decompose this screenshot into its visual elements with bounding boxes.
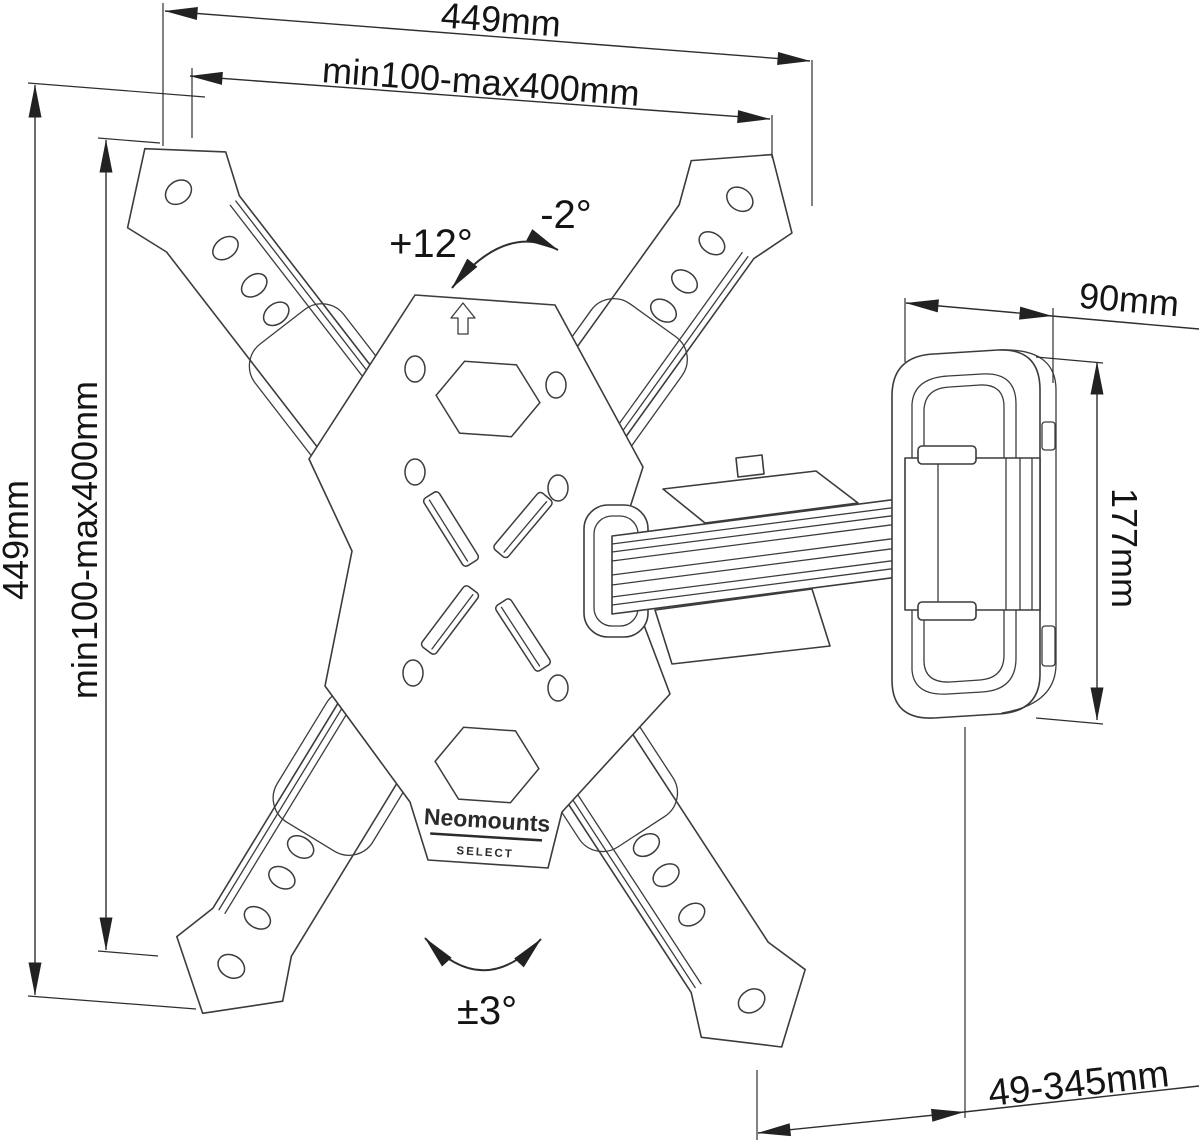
dimension-wall-plate-height: 177mm xyxy=(1035,356,1145,725)
arm-clip xyxy=(735,454,765,478)
dim-label-extension: 49-345mm xyxy=(986,1053,1171,1115)
dim-label-vesa-height: min100-max400mm xyxy=(64,381,105,699)
vesa-center-plate: Neomounts SELECT xyxy=(308,294,671,869)
swivel-label: ±3° xyxy=(457,989,517,1033)
dimension-extension: 49-345mm xyxy=(756,727,1200,1140)
slot-upper-left xyxy=(422,491,480,567)
slot-lower-left xyxy=(420,585,480,655)
tilt-up-label: +12° xyxy=(389,222,473,266)
arm-tip-hole xyxy=(737,988,766,1014)
hex-cutout-top xyxy=(435,360,541,438)
arm-upper-plate xyxy=(662,470,859,524)
slot-lower-right xyxy=(494,598,552,672)
hinge-bottom-tab xyxy=(917,601,977,621)
arm-hinge-block xyxy=(904,457,1041,611)
swivel-arc-arrow xyxy=(424,937,542,972)
tilt-arc-arrow xyxy=(451,229,559,289)
wall-plate xyxy=(891,349,1057,719)
dim-label-wall-plate-depth: 90mm xyxy=(1077,275,1180,325)
arm-lower-plate xyxy=(654,588,831,665)
arm-tip-hole xyxy=(164,179,193,206)
annotation-swivel: ±3° xyxy=(424,937,542,1033)
dim-label-overall-height: 449mm xyxy=(0,480,36,600)
hex-cutout-bottom xyxy=(434,726,540,804)
hinge-top-tab xyxy=(917,445,977,465)
arm-tip-hole xyxy=(217,953,246,979)
wall-plate-side xyxy=(999,349,1057,714)
vesa-bracket: Neomounts SELECT xyxy=(126,147,1057,1048)
slot-upper-right xyxy=(493,491,553,559)
wall-plate-clip-bottom xyxy=(1041,625,1056,667)
annotation-tilt: +12° -2° xyxy=(389,193,592,289)
brand-subline: SELECT xyxy=(456,845,514,860)
dimension-overall-height: 449mm xyxy=(0,82,206,1010)
dimension-vesa-height: min100-max400mm xyxy=(64,137,161,957)
dim-label-overall-width: 449mm xyxy=(440,0,563,45)
up-arrow-icon xyxy=(450,302,476,335)
dim-label-wall-plate-height: 177mm xyxy=(1104,488,1145,608)
dimension-wall-plate-depth: 90mm xyxy=(904,275,1200,383)
tilt-down-label: -2° xyxy=(540,193,592,237)
dim-label-vesa-width: min100-max400mm xyxy=(321,49,641,114)
wall-plate-clip-top xyxy=(1041,421,1056,451)
dimension-vesa-width: min100-max400mm xyxy=(189,49,773,158)
arm-tip-hole xyxy=(726,186,754,213)
